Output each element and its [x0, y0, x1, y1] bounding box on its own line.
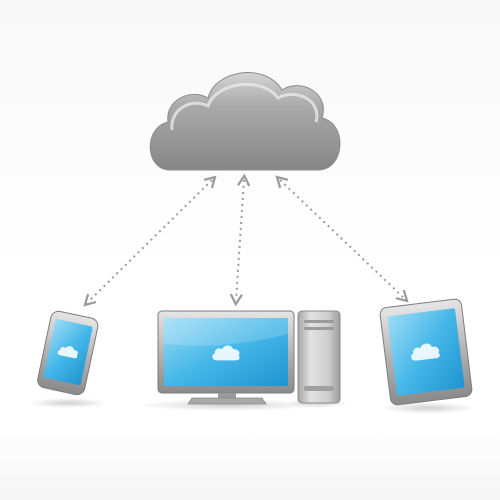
pc-tower-icon [297, 310, 341, 404]
monitor-icon [157, 310, 295, 405]
tablet-icon [379, 298, 473, 406]
smartphone-icon [37, 310, 99, 396]
arrow-cloud-tablet [275, 175, 409, 303]
cloud-icon [149, 72, 341, 171]
arrow-cloud-phone [83, 175, 217, 307]
connection-arrows [83, 173, 409, 307]
arrow-cloud-monitor [229, 173, 251, 307]
